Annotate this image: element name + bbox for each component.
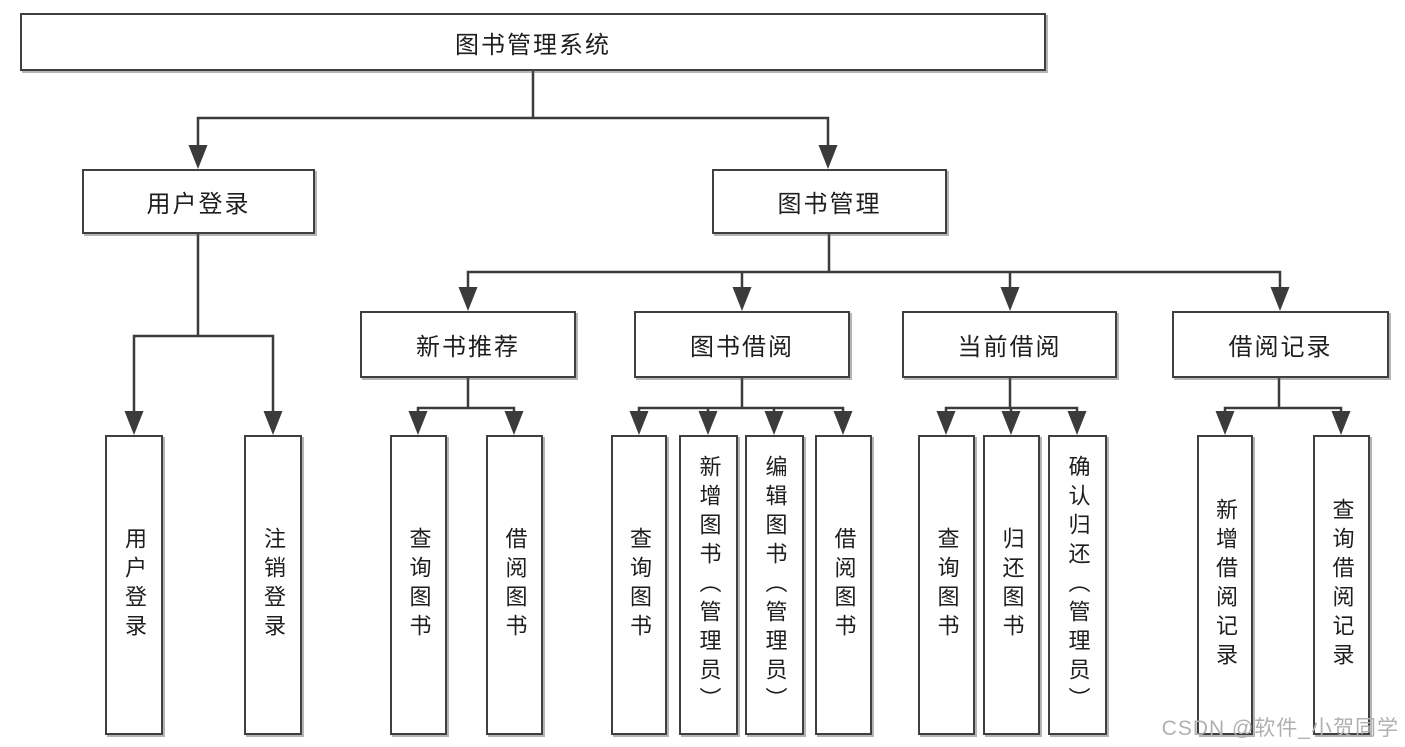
node-new-book-recommend: 新书推荐 — [360, 311, 576, 378]
connector-user-login-children — [124, 234, 283, 435]
arrowhead-icon — [1001, 411, 1021, 435]
node-library-management-system: 图书管理系统 — [20, 13, 1046, 71]
node-label: 查询图书 — [627, 527, 652, 643]
node-label: 新增借阅记录 — [1213, 498, 1238, 672]
node-label: 图书借阅 — [690, 334, 794, 361]
arrowhead-icon — [504, 411, 524, 435]
node-label: 新增图书（管理员） — [696, 454, 722, 716]
node-cb-confirm-return-admin: 确认归还（管理员） — [1048, 435, 1107, 735]
node-bb-query-book: 查询图书 — [611, 435, 667, 735]
arrowhead-icon — [408, 411, 428, 435]
arrowhead-icon — [1215, 411, 1235, 435]
node-br-add-record: 新增借阅记录 — [1197, 435, 1253, 735]
connector-book-management-children — [458, 234, 1290, 311]
arrowhead-icon — [629, 411, 649, 435]
connector-line — [196, 116, 830, 149]
node-label: 编辑图书（管理员） — [762, 454, 788, 716]
connector-borrow-records-children — [1215, 378, 1351, 435]
arrowhead-icon — [1067, 411, 1087, 435]
node-label: 借阅图书 — [831, 527, 857, 643]
arrowhead-icon — [936, 411, 956, 435]
node-label: 用户登录 — [122, 527, 147, 643]
arrowhead-icon — [732, 287, 752, 311]
connector-line — [466, 270, 1282, 291]
csdn-watermark: CSDN @软件_小贺同学 — [1161, 717, 1399, 740]
node-label: 当前借阅 — [957, 334, 1062, 361]
node-label: 图书管理系统 — [455, 31, 611, 59]
connector-current-borrow-children — [936, 378, 1087, 435]
node-label: 借阅图书 — [502, 527, 528, 643]
node-bb-add-book-admin: 新增图书（管理员） — [679, 435, 738, 735]
arrowhead-icon — [1000, 287, 1020, 311]
connector-line — [132, 334, 275, 415]
node-current-borrow: 当前借阅 — [902, 311, 1117, 378]
node-label: 查询图书 — [406, 527, 432, 643]
connector-line — [637, 406, 845, 415]
arrowhead-icon — [458, 287, 478, 311]
node-bb-edit-book-admin: 编辑图书（管理员） — [745, 435, 804, 735]
arrowhead-icon — [124, 411, 144, 435]
arrowhead-icon — [818, 145, 838, 169]
connector-book-borrow-children — [629, 378, 853, 435]
node-cb-return-book: 归还图书 — [983, 435, 1040, 735]
node-book-borrow: 图书借阅 — [634, 311, 850, 378]
arrowhead-icon — [833, 411, 853, 435]
node-nbr-query-book: 查询图书 — [390, 435, 447, 735]
node-br-query-record: 查询借阅记录 — [1313, 435, 1370, 735]
arrowhead-icon — [1331, 411, 1351, 435]
node-label: 借阅记录 — [1228, 334, 1333, 361]
node-cb-query-book: 查询图书 — [918, 435, 975, 735]
node-label: 注销登录 — [261, 527, 286, 643]
node-label: 查询借阅记录 — [1329, 498, 1355, 672]
arrowhead-icon — [188, 145, 208, 169]
connector-line — [1223, 406, 1343, 415]
arrowhead-icon — [263, 411, 283, 435]
node-borrow-records: 借阅记录 — [1172, 311, 1389, 378]
arrowhead-icon — [1270, 287, 1290, 311]
node-label: 图书管理 — [777, 191, 882, 218]
connector-root-to-level2 — [188, 70, 838, 169]
node-nbr-borrow-book: 借阅图书 — [486, 435, 543, 735]
node-bb-borrow-book: 借阅图书 — [815, 435, 872, 735]
node-label: 用户登录 — [146, 191, 251, 218]
arrowhead-icon — [764, 411, 784, 435]
arrowhead-icon — [698, 411, 718, 435]
node-logout-action: 注销登录 — [244, 435, 302, 735]
connector-line — [416, 406, 516, 415]
node-user-login: 用户登录 — [82, 169, 315, 234]
node-label: 新书推荐 — [416, 334, 520, 361]
node-label: 确认归还（管理员） — [1065, 454, 1091, 716]
node-book-management: 图书管理 — [712, 169, 947, 234]
node-label: 归还图书 — [999, 527, 1025, 643]
node-user-login-action: 用户登录 — [105, 435, 163, 735]
node-label: 查询图书 — [934, 527, 960, 643]
connector-new-book-recommend-children — [408, 378, 524, 435]
